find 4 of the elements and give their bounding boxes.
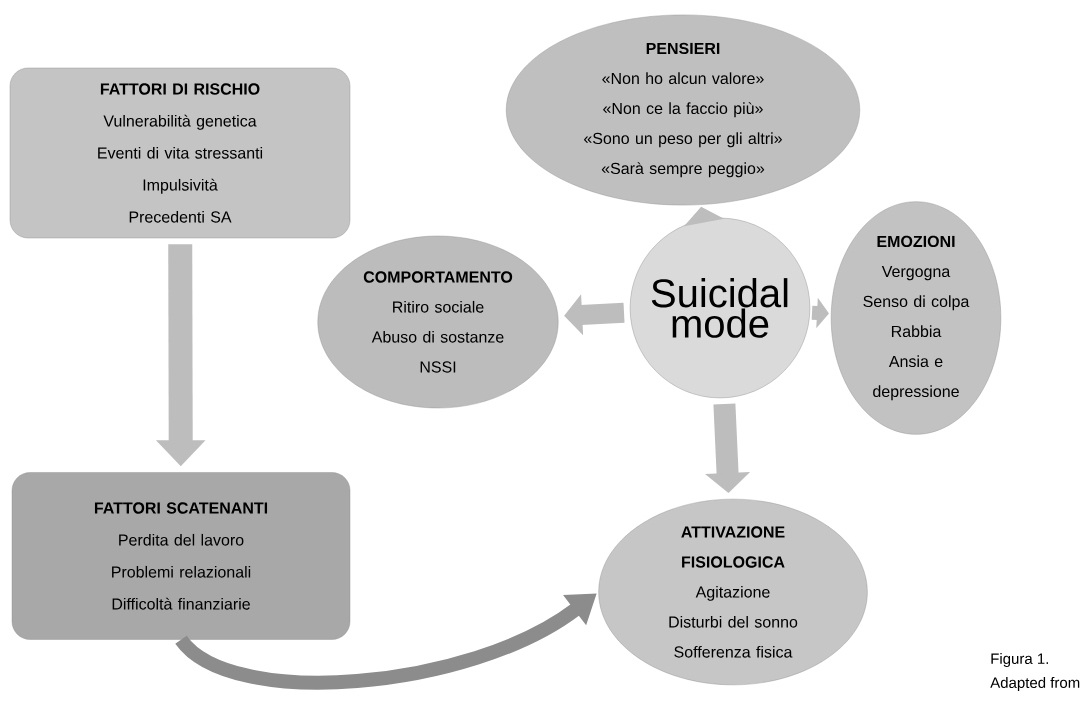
figure-caption: Figura 1. xyxy=(991,653,1048,667)
figure-caption: Adapted from xyxy=(990,677,1080,691)
trigger-factors-box: FATTORI SCATENANTI Perdita del lavoro Problemi relazionali Difficoltà finanziarie xyxy=(11,472,351,640)
risk-factors-box: FATTORI DI RISCHIO Vulnerabilità genetica Eventi di vita stressanti Impulsività Precedenti SA xyxy=(9,67,351,239)
